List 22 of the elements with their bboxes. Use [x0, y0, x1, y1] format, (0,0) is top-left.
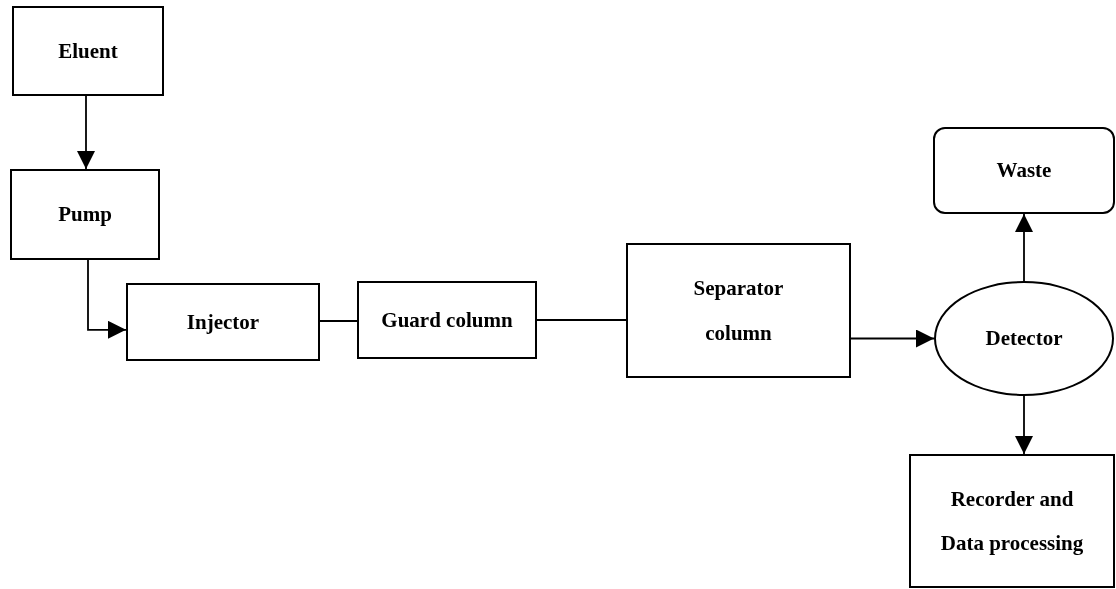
process-box — [12, 6, 164, 96]
node-label: Waste — [996, 157, 1052, 185]
arrow — [1015, 395, 1033, 455]
arrow — [1015, 213, 1033, 282]
arrow — [77, 95, 95, 170]
node-label: Recorder and Data processing — [939, 485, 1085, 557]
process-box — [126, 283, 320, 361]
arrow — [87, 259, 127, 339]
process-box — [909, 454, 1115, 588]
node-label: Pump — [58, 201, 112, 229]
node-label: Detector — [985, 325, 1063, 353]
arrow — [850, 329, 935, 348]
node-label: Eluent — [58, 37, 118, 65]
connector-line — [319, 320, 358, 322]
node-label: Guard column — [381, 306, 513, 334]
node-label: Injector — [186, 308, 260, 336]
process-box — [10, 169, 160, 260]
process-box — [933, 127, 1115, 214]
connector-line — [536, 319, 627, 321]
process-box — [626, 243, 851, 378]
process-box — [357, 281, 537, 359]
node-label: Separator column — [692, 275, 785, 347]
